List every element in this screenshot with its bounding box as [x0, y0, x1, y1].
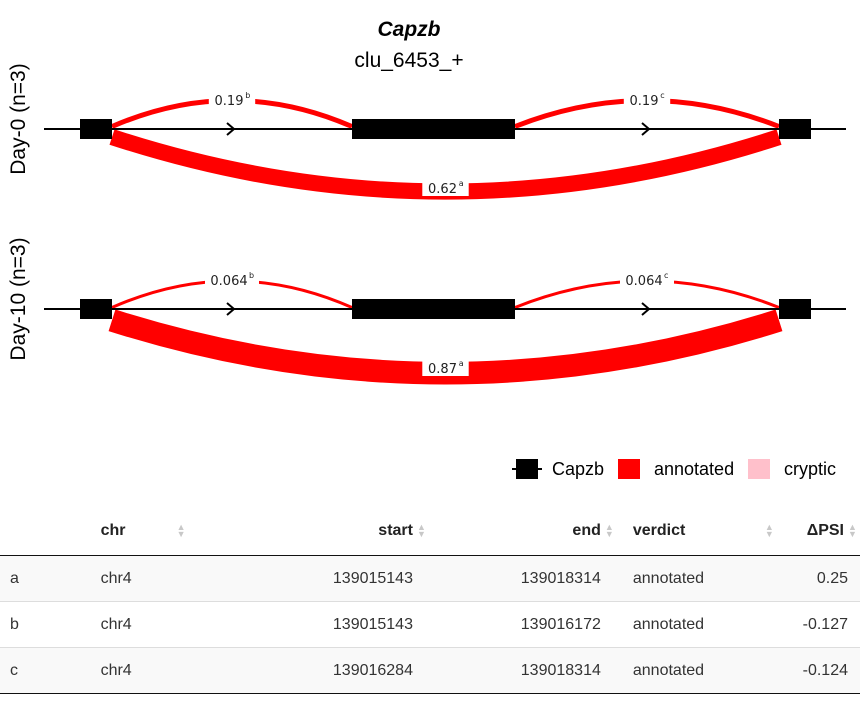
cell-dpsi: -0.124 [792, 647, 860, 694]
table-row[interactable]: b chr4 139015143 139016172 annotated -0.… [0, 601, 860, 648]
col-header-chr-label: chr [100, 522, 126, 539]
cell-chr: chr4 [80, 601, 248, 648]
legend: Capzb annotated cryptic [512, 459, 836, 479]
col-header-verdict-label: verdict [632, 522, 686, 539]
legend-swatch [618, 459, 640, 479]
cell-rowname: a [0, 555, 81, 602]
cell-dpsi: -0.127 [792, 601, 860, 648]
cell-rowname: c [0, 647, 81, 694]
legend-label: annotated [654, 459, 734, 479]
junction-id: c [664, 271, 668, 280]
col-header-chr[interactable]: chr ▲▼ [80, 507, 248, 556]
cell-chr: chr4 [80, 647, 248, 694]
legend-item: cryptic [748, 459, 836, 479]
sort-arrows-icon[interactable]: ▲▼ [176, 522, 186, 539]
arrow-right-icon [226, 302, 236, 316]
legend-label: Capzb [552, 459, 604, 479]
exon [779, 119, 811, 139]
junction-value: 0.064 [210, 274, 247, 289]
cell-end: 139016172 [434, 601, 623, 648]
panel-label: Day-0 (n=3) [7, 63, 30, 174]
junction-value: 0.19 [630, 94, 659, 109]
cell-start: 139015143 [247, 601, 435, 648]
junction-label-bg [422, 358, 469, 376]
legend-item: Capzb [512, 459, 604, 479]
arrow-right-icon [641, 122, 651, 136]
col-header-end-label: end [572, 522, 601, 539]
junction-id: a [459, 359, 464, 368]
col-header-start-label: start [378, 522, 413, 539]
sort-arrows-icon[interactable]: ▲▼ [416, 522, 426, 539]
cell-verdict: annotated [622, 647, 793, 694]
junction-id: c [660, 91, 664, 100]
junction-value: 0.62 [428, 182, 457, 197]
table-row[interactable]: c chr4 139016284 139018314 annotated -0.… [0, 647, 860, 694]
col-header-verdict[interactable]: verdict ▲▼ [622, 507, 793, 556]
junction-label-bg [205, 270, 259, 288]
cell-start: 139015143 [247, 555, 435, 602]
junction-table: chr ▲▼ start ▲▼ end ▲▼ verdict ▲▼ ΔPSI ▲… [0, 507, 860, 694]
cell-end: 139018314 [434, 647, 623, 694]
sort-arrows-icon[interactable]: ▲▼ [604, 522, 614, 539]
legend-label: cryptic [784, 459, 836, 479]
junction-label-bg [623, 90, 671, 108]
sort-arrows-icon[interactable]: ▲▼ [848, 522, 857, 539]
exon [80, 299, 112, 319]
panel-label: Day-10 (n=3) [7, 237, 30, 360]
junction-label-bg [208, 90, 256, 108]
exon [80, 119, 112, 139]
exon [352, 299, 515, 319]
junction-label-bg [620, 270, 674, 288]
junction-value: 0.87 [428, 362, 457, 377]
junction-id: b [245, 91, 250, 100]
cell-verdict: annotated [622, 555, 793, 602]
sort-arrows-icon[interactable]: ▲▼ [764, 522, 774, 539]
cell-rowname: b [0, 601, 81, 648]
col-header-dpsi[interactable]: ΔPSI ▲▼ [792, 507, 860, 556]
legend-item: annotated [618, 459, 734, 479]
arrow-right-icon [641, 302, 651, 316]
exon [352, 119, 515, 139]
plot-title: Capzb [378, 18, 441, 41]
col-header-rowname[interactable] [0, 507, 81, 556]
plot-subtitle: clu_6453_+ [354, 49, 463, 72]
cell-start: 139016284 [247, 647, 435, 694]
cell-verdict: annotated [622, 601, 793, 648]
cell-chr: chr4 [80, 555, 248, 602]
cell-dpsi: 0.25 [792, 555, 860, 602]
col-header-start[interactable]: start ▲▼ [247, 507, 435, 556]
arrow-right-icon [226, 122, 236, 136]
cell-end: 139018314 [434, 555, 623, 602]
junction-value: 0.064 [625, 274, 662, 289]
junction-label-bg [422, 178, 469, 196]
junction-id: a [459, 179, 464, 188]
col-header-end[interactable]: end ▲▼ [434, 507, 623, 556]
exon [779, 299, 811, 319]
junction-id: b [249, 271, 254, 280]
col-header-dpsi-label: ΔPSI [806, 522, 844, 539]
table-header-row: chr ▲▼ start ▲▼ end ▲▼ verdict ▲▼ ΔPSI ▲… [0, 507, 860, 556]
table-row[interactable]: a chr4 139015143 139018314 annotated 0.2… [0, 555, 860, 602]
junction-value: 0.19 [215, 94, 244, 109]
legend-swatch [748, 459, 770, 479]
